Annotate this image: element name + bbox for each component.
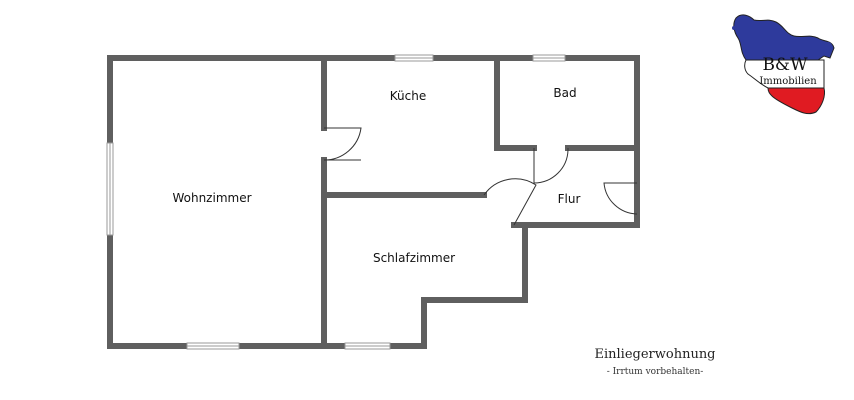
logo-text-bw: B&W [762, 55, 808, 75]
logo-map-blue [733, 14, 835, 61]
doors [323, 127, 638, 226]
windows [106, 54, 566, 350]
logo-map-red [767, 87, 825, 115]
room-label-schlafzimmer: Schlafzimmer [373, 251, 455, 265]
room-label-kueche: Küche [390, 89, 426, 103]
room-label-flur: Flur [558, 192, 581, 206]
plan-disclaimer: - Irrtum vorbehalten- [606, 367, 704, 377]
room-label-wohnzimmer: Wohnzimmer [172, 191, 251, 205]
logo-text-immobilien: Immobilien [759, 76, 817, 87]
door-flur-storage [603, 182, 638, 215]
door-kitchen-living [323, 127, 362, 161]
door-bath [533, 148, 569, 184]
room-label-bad: Bad [553, 86, 576, 100]
plan-title: Einliegerwohnung [594, 347, 716, 362]
company-logo: B&W Immobilien [732, 14, 835, 115]
wall-bath-left [494, 55, 537, 151]
door-bedroom [483, 178, 537, 226]
